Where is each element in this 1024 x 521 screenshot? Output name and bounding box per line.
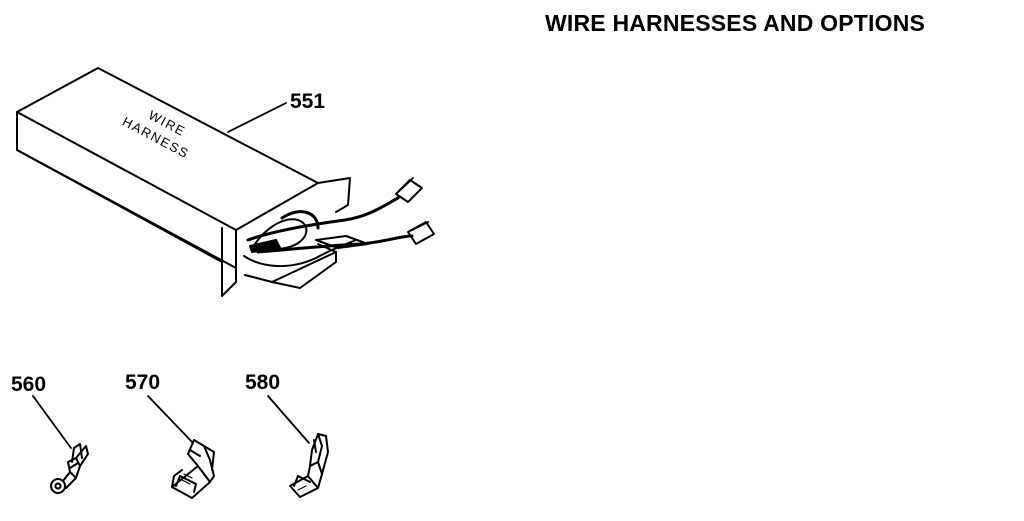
harness-terminal-bottom <box>407 221 435 245</box>
callout-580: 580 <box>245 371 280 394</box>
harness-terminal-top <box>395 177 423 203</box>
leader-line-580 <box>267 395 310 444</box>
page-title: WIRE HARNESSES AND OPTIONS <box>545 10 926 36</box>
ring-terminal-icon <box>50 443 89 494</box>
harness-wires <box>243 196 414 268</box>
flag-terminal-icon <box>171 439 215 499</box>
leader-line-570 <box>147 395 194 444</box>
quick-connect-terminal-icon <box>289 433 329 498</box>
callout-551: 551 <box>290 90 325 113</box>
box-label: WIRE HARNESS <box>120 107 192 161</box>
leader-line-551 <box>227 102 287 133</box>
wire-harness-box <box>16 67 351 297</box>
callout-570: 570 <box>125 371 160 394</box>
callout-560: 560 <box>11 373 46 396</box>
leader-line-560 <box>32 395 72 449</box>
